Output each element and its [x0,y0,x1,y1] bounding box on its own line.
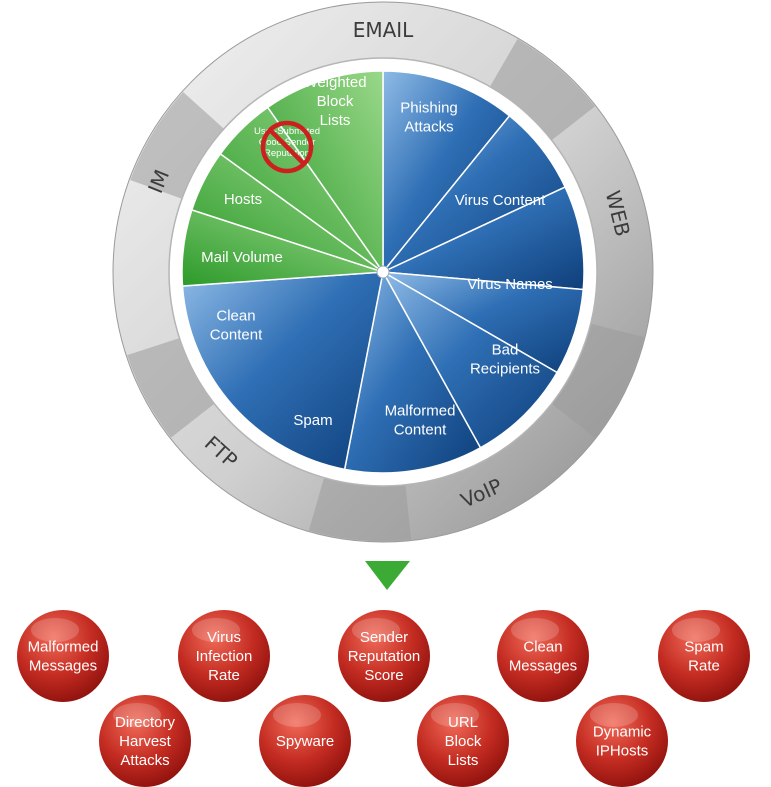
output-ball-shape [417,695,509,787]
output-ball-shape [338,610,430,702]
output-ball-shape [99,695,191,787]
output-ball-shape [178,610,270,702]
pie-slice-label-6: Spam [293,412,332,429]
down-arrow-icon [365,561,410,590]
pie-slice-label-3: Virus Names [467,276,553,293]
output-ball-shape [576,695,668,787]
output-ball-highlight [273,703,321,727]
output-ball-highlight [672,618,720,642]
output-ball-highlight [590,703,638,727]
pie-slice-label-9: Hosts [224,191,262,208]
pie-center-hub [376,265,390,279]
ring-separators [127,39,645,541]
output-ball-7: Spyware [259,695,351,787]
output-ball-shape [17,610,109,702]
ring-label-email: EMAIL [353,18,414,42]
pie-chart [181,70,585,474]
output-ball-highlight [431,703,479,727]
output-ball-shape [658,610,750,702]
pie-slice-11 [266,70,384,275]
prohibited-icon [260,120,314,174]
output-ball-highlight [192,618,240,642]
pie-slice-5 [381,269,559,449]
output-ball-highlight [352,618,400,642]
pie-slice-6 [343,269,482,474]
output-ball-highlight [511,618,559,642]
output-ball-label: Spyware [276,733,334,750]
pie-slice-label-8: Mail Volume [201,249,283,266]
output-ball-shape [497,610,589,702]
output-ball-shape [259,695,351,787]
ring-band-2 [551,323,645,438]
pie-slice-3 [380,186,585,291]
ring-band-3 [308,477,412,541]
output-ball-highlight [113,703,161,727]
pie-slice-1 [382,70,511,275]
pie-slice-7 [181,271,384,471]
ring-band-1 [490,39,595,141]
ring-band-5 [130,92,224,199]
output-ball-highlight [31,618,79,642]
ring-band-4 [127,338,215,438]
pie-slice-label-2: Virus Content [455,192,546,209]
